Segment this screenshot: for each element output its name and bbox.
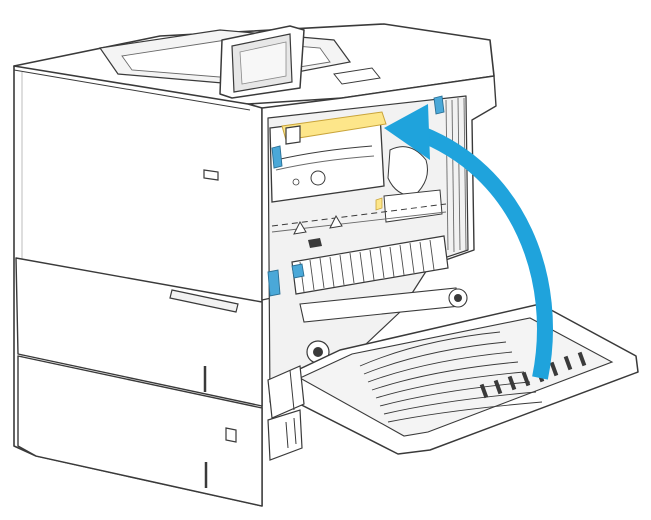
tray-3-lock-icon (225, 427, 237, 443)
control-panel (219, 25, 305, 99)
jam-indicator-marker (375, 197, 383, 211)
hot-surface-warning-icon (293, 220, 307, 235)
close-door-curved-arrow-icon (384, 104, 553, 380)
tray-3-front (17, 355, 263, 507)
duplex-left-handle (267, 269, 281, 297)
door-lower-flap (267, 409, 303, 461)
caution-warning-icon (329, 214, 343, 229)
front-door-release-icon (203, 169, 219, 181)
tray-2-front (15, 257, 263, 407)
fuser-left-handle (271, 145, 283, 169)
registration-roller (299, 287, 468, 323)
door-hinge (267, 365, 305, 419)
right-door-inner-panel (298, 317, 614, 437)
tray-2-handle (169, 289, 239, 313)
duplex-paper-guide (291, 235, 449, 295)
interior-right-wall (445, 97, 467, 253)
door-ribs (359, 331, 543, 423)
fuser-right-handle (433, 95, 445, 115)
duplex-upper-handle (291, 263, 305, 279)
interior-gear-assembly (387, 146, 428, 197)
door-latch-icon (285, 125, 301, 145)
jammed-paper-icon (281, 111, 387, 141)
release-tab (308, 238, 322, 248)
bin-stop-tab (333, 67, 381, 85)
